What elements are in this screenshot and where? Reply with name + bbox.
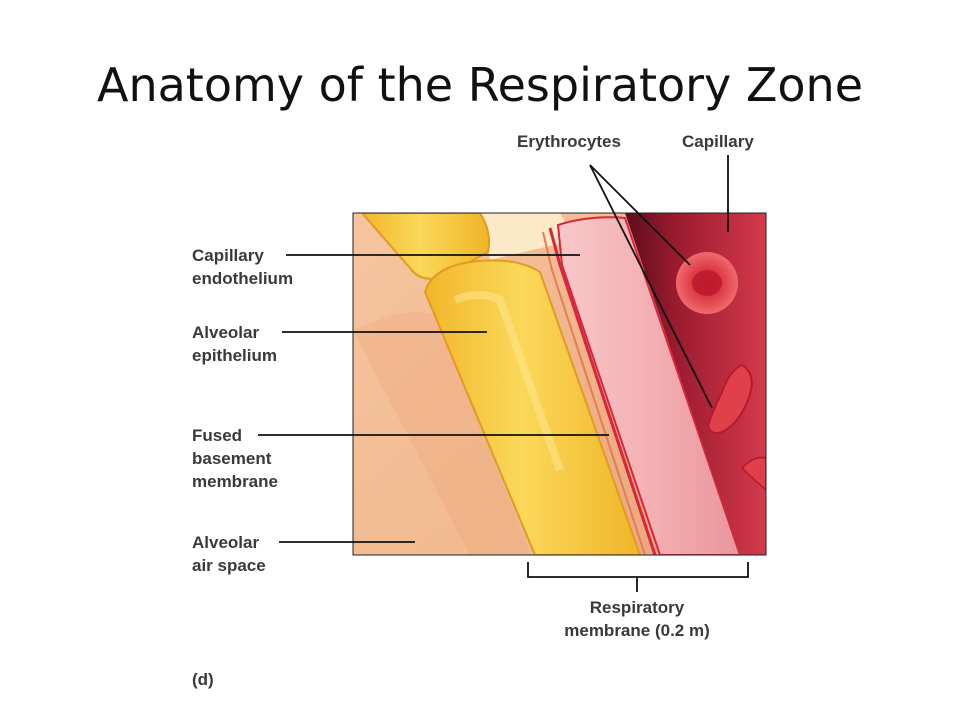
erythrocyte-round [676, 252, 738, 314]
respiratory-membrane-bracket [527, 562, 749, 578]
leader-lines [258, 155, 749, 592]
label-capillary-endothelium: Capillary endothelium [192, 246, 294, 288]
erythrocyte-edge [740, 456, 766, 491]
alveolar-epithelium-cell [423, 259, 642, 555]
diagram-panel [353, 213, 766, 555]
label-alveolar-air-space: Alveolar air space [192, 533, 266, 575]
label-alveolar-epithelium: Alveolar epithelium [192, 323, 278, 365]
air-space-highlight [353, 213, 540, 555]
erythrocyte-curved [706, 363, 753, 435]
leader-erythrocytes-2 [589, 164, 713, 409]
leader-erythrocytes-1 [589, 164, 691, 266]
fused-basement-membrane [548, 227, 657, 555]
diagram-frame [352, 212, 767, 556]
label-erythrocytes: Erythrocytes [517, 132, 621, 151]
slide-title: Anatomy of the Respiratory Zone [96, 58, 863, 112]
label-fused-basement-membrane: Fused basement membrane [192, 426, 278, 491]
capillary-endothelium [556, 216, 742, 555]
label-respiratory-membrane: Respiratory membrane (0.2 m) [564, 598, 710, 640]
panel-letter: (d) [192, 670, 214, 689]
label-capillary: Capillary [682, 132, 754, 151]
